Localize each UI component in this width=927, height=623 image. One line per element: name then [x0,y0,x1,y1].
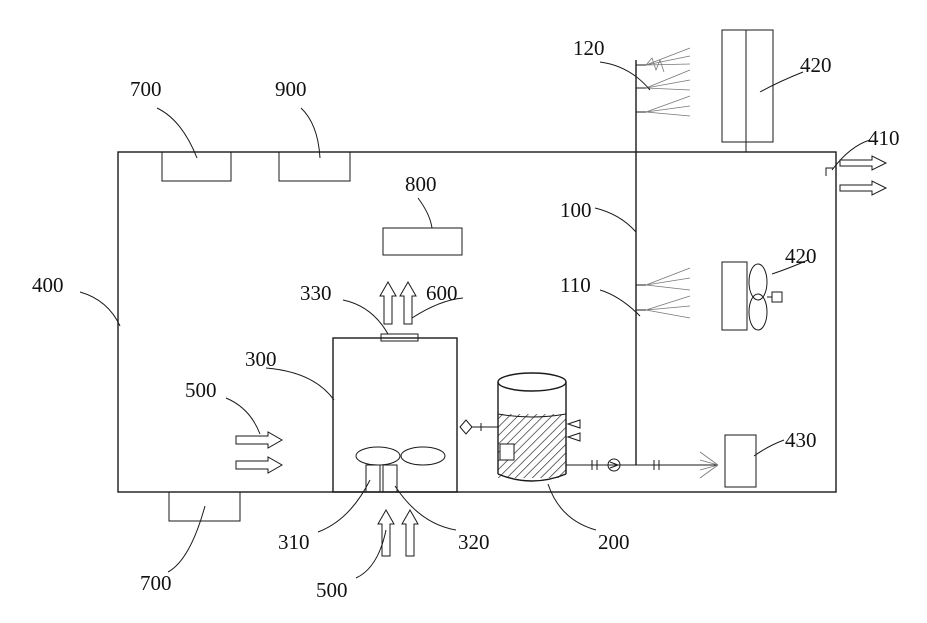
unit-420-mid [722,262,782,330]
label-410: 410 [868,126,900,150]
label-700-top: 700 [130,77,162,101]
label-330: 330 [300,281,332,305]
label-100: 100 [560,198,592,222]
label-800: 800 [405,172,437,196]
tank-valve [460,420,498,434]
airflow-arrows-500-bottom [378,510,418,556]
label-700-bottom: 700 [140,571,172,595]
module-900 [279,152,350,181]
nozzle-group-110 [636,268,690,318]
unit-430 [725,435,756,487]
fan-310 [356,447,400,465]
leader-lines [80,62,870,578]
airflow-arrows-600 [380,282,416,324]
label-200: 200 [598,530,630,554]
label-300: 300 [245,347,277,371]
label-900: 900 [275,77,307,101]
enclosure-400 [118,152,836,492]
label-430: 430 [785,428,817,452]
unit-420-top [722,30,773,152]
motor-320 [383,465,397,492]
motor-310 [366,465,380,492]
label-500-bottom: 500 [316,578,348,602]
label-600: 600 [426,281,458,305]
label-420-mid: 420 [785,244,817,268]
fan-320 [401,447,445,465]
outlet-410 [826,156,886,195]
label-110: 110 [560,273,591,297]
label-400: 400 [32,273,64,297]
label-120: 120 [573,36,605,60]
module-800 [383,228,462,255]
label-310: 310 [278,530,310,554]
pipe-100 [566,60,718,465]
label-320: 320 [458,530,490,554]
airflow-arrows-500-left [236,432,282,473]
label-420-top: 420 [800,53,832,77]
nozzle-group-120 [636,48,690,116]
label-500-left: 500 [185,378,217,402]
inner-chamber-300 [333,338,457,492]
